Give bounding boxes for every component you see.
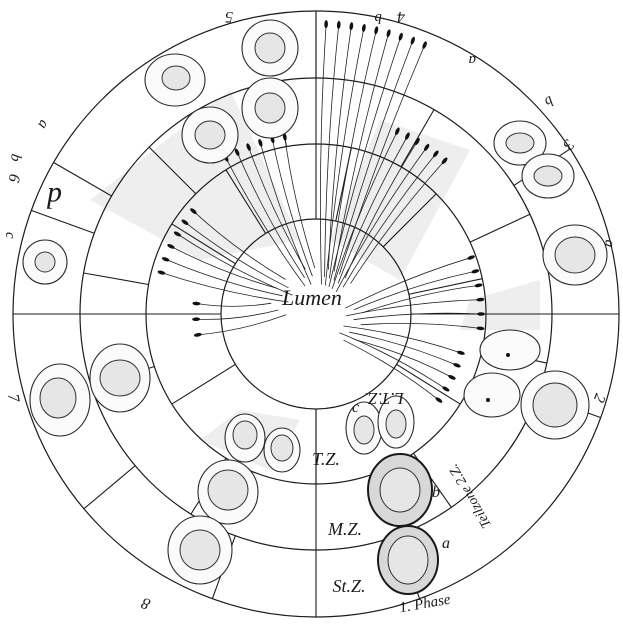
phase-label: 1. Phase bbox=[398, 592, 452, 617]
sperm-head bbox=[457, 350, 466, 356]
sperm-head bbox=[337, 21, 341, 29]
sperm-head bbox=[386, 29, 391, 38]
sperm-head bbox=[161, 256, 170, 262]
cell-top-1 bbox=[145, 54, 205, 106]
sperm-tail bbox=[196, 310, 278, 319]
sector-letter-left-c: c bbox=[2, 232, 18, 239]
stipple-shading bbox=[90, 90, 540, 470]
sector-number-6: 6 bbox=[5, 173, 23, 184]
sector-letter-left-a: a bbox=[34, 117, 52, 131]
sperm-head bbox=[374, 26, 379, 35]
sperm-head bbox=[421, 41, 427, 50]
sperm-head bbox=[398, 32, 404, 41]
cell-bottom-4 bbox=[168, 516, 232, 584]
sector-letter-top-b: b bbox=[374, 10, 382, 26]
sperm-tail bbox=[345, 258, 471, 309]
sector-number-7: 7 bbox=[4, 392, 22, 404]
sperm-head bbox=[257, 138, 263, 147]
cell-right-5 bbox=[464, 373, 520, 417]
sector-divider bbox=[470, 214, 530, 242]
cell-letter-b: b bbox=[432, 484, 440, 501]
sperm-head bbox=[192, 301, 200, 305]
sperm-head bbox=[157, 270, 166, 276]
sector-number-5: 5 bbox=[225, 8, 233, 25]
cell-right-2 bbox=[522, 154, 574, 198]
zone-label-stz: St.Z. bbox=[332, 576, 365, 596]
sector-number-2: 2 bbox=[590, 391, 609, 404]
sperm-head bbox=[477, 312, 485, 316]
sector-divider bbox=[172, 364, 236, 404]
cell-left-c bbox=[23, 240, 67, 284]
sperm-head bbox=[471, 269, 480, 275]
cell-phase1-a bbox=[378, 526, 438, 594]
sector-letter-left-b: b bbox=[7, 153, 24, 164]
cell-letter-a: a bbox=[442, 535, 450, 552]
sector-number-4: 4 bbox=[397, 8, 405, 25]
sector-divider bbox=[84, 273, 149, 284]
cell-right-6 bbox=[521, 371, 589, 439]
sector-number-8: 8 bbox=[139, 594, 152, 613]
sperm-head bbox=[410, 36, 416, 45]
zone-label-mz: M.Z. bbox=[327, 519, 362, 539]
sperm-head bbox=[194, 332, 203, 337]
cell-letter-c: c bbox=[352, 399, 359, 416]
cell-bottom-3 bbox=[198, 460, 258, 524]
sector-divider bbox=[397, 364, 461, 404]
sperm-tail bbox=[349, 332, 457, 365]
cell-letter-d: d bbox=[46, 181, 62, 214]
sector-letter-top-right-a: a bbox=[469, 52, 477, 68]
sperm-tail bbox=[196, 303, 271, 306]
cell-top-4 bbox=[242, 78, 298, 138]
sperm-head bbox=[448, 374, 457, 381]
zone-label-ltz: L.T.Z. bbox=[364, 389, 405, 408]
cell-left-1 bbox=[30, 364, 90, 436]
cell-bottom-1 bbox=[225, 414, 265, 462]
sperm-tail bbox=[339, 333, 445, 389]
sperm-head bbox=[474, 283, 483, 288]
sperm-head bbox=[361, 24, 366, 32]
cell-top-2 bbox=[242, 20, 298, 76]
sperm-head bbox=[324, 20, 328, 28]
zone-label-teilzone: Teilzone 2.Z. bbox=[446, 461, 495, 530]
sperm-tail bbox=[285, 137, 315, 268]
cell-phase1-b bbox=[368, 454, 432, 526]
cell-right-3 bbox=[543, 225, 607, 285]
sperm-head bbox=[192, 317, 200, 321]
zone-label-tz: T.Z. bbox=[312, 449, 340, 469]
cell-bottom-2 bbox=[264, 428, 300, 472]
sperm-head bbox=[349, 22, 354, 30]
sperm-head bbox=[467, 255, 476, 261]
cell-left-2 bbox=[90, 344, 150, 412]
sperm-head bbox=[453, 362, 462, 368]
sector-dividers bbox=[13, 11, 619, 617]
lumen-label: Lumen bbox=[281, 285, 342, 310]
sector-letter-top-right-b: b bbox=[541, 92, 556, 110]
cell-top-3 bbox=[182, 107, 238, 163]
sperm-tail bbox=[198, 315, 286, 335]
sector-divider bbox=[84, 466, 135, 509]
cell-right-4 bbox=[480, 330, 540, 370]
